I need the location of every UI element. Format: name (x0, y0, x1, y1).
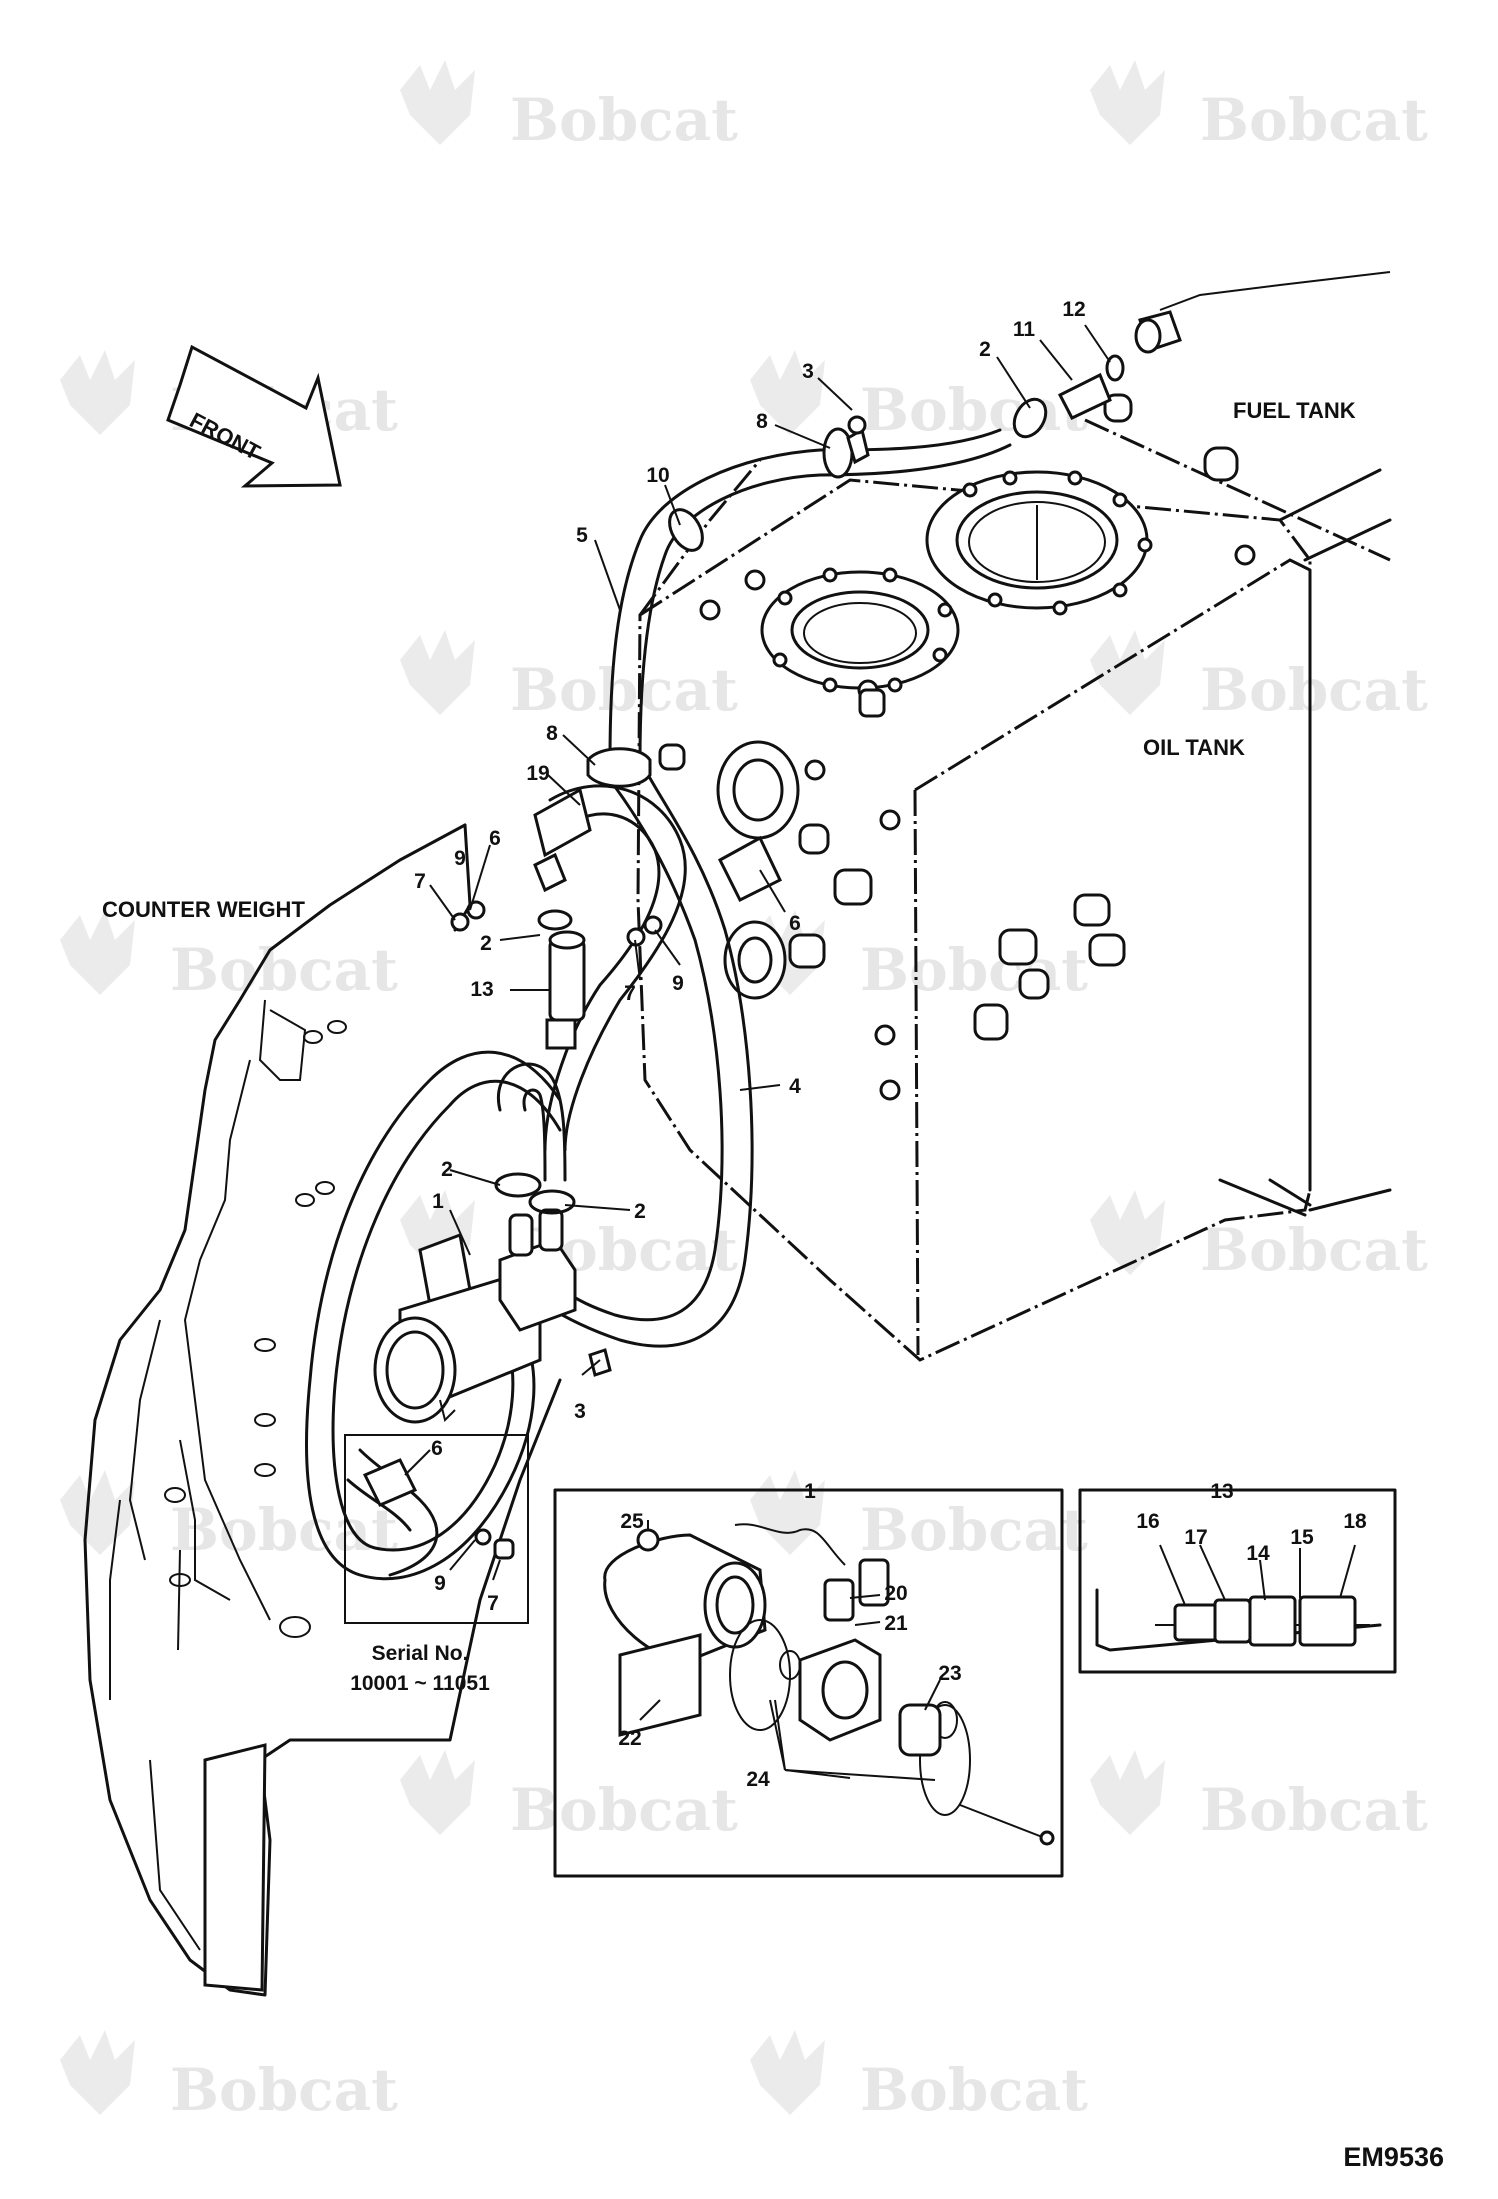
serial-inset: Serial No. 10001 ~ 11051 (344, 1434, 529, 1695)
front-arrow: FRONT (166, 344, 342, 488)
watermark: Bobcat (750, 350, 1088, 444)
callout-21: 21 (884, 1612, 908, 1635)
callout-18: 18 (1343, 1510, 1367, 1533)
watermark-text: Bobcat (1200, 1216, 1428, 1284)
callout-6: 6 (431, 1437, 443, 1460)
watermark-text: Bobcat (170, 1496, 398, 1564)
watermark: Bobcat (60, 910, 398, 1004)
leader-lines (404, 324, 1111, 1721)
callout-15: 15 (1290, 1526, 1314, 1549)
counter-weight-label: COUNTER WEIGHT (102, 897, 305, 922)
watermark: Bobcat (750, 1470, 1088, 1564)
assembly-labels: FUEL TANK OIL TANK COUNTER WEIGHT (102, 398, 1356, 922)
fuel-tank (1084, 271, 1391, 562)
counter-weight (83, 823, 562, 1997)
callout-12: 12 (1062, 298, 1085, 321)
watermark-text: Bobcat (1200, 1776, 1428, 1844)
watermark-text: Bobcat (510, 86, 738, 154)
clamps (586, 354, 1125, 903)
callout-22: 22 (618, 1727, 641, 1750)
callout-19: 19 (526, 762, 549, 785)
watermark: Bobcat (1090, 60, 1428, 154)
callout-24: 24 (746, 1768, 770, 1791)
callout-5: 5 (576, 524, 588, 547)
callout-2: 2 (979, 338, 991, 361)
serial-note-line1: Serial No. (372, 1642, 469, 1665)
watermark-text: Bobcat (860, 376, 1088, 444)
callout-6: 6 (789, 912, 801, 935)
callout-17: 17 (1184, 1526, 1207, 1549)
callout-7: 7 (624, 982, 636, 1005)
watermark-text: Bobcat (1200, 656, 1428, 724)
callout-8: 8 (756, 410, 768, 433)
watermark: Bobcat (60, 1470, 398, 1564)
watermark: Bobcat (400, 630, 738, 724)
callout-14: 14 (1246, 1542, 1270, 1565)
watermark-text: Bobcat (860, 936, 1088, 1004)
callout-7: 7 (414, 870, 426, 893)
callout-9: 9 (672, 972, 684, 995)
serial-note-line2: 10001 ~ 11051 (350, 1672, 490, 1695)
callout-9: 9 (454, 847, 466, 870)
watermark-text: Bobcat (860, 2056, 1088, 2124)
drawing-code: EM9536 (1343, 2142, 1444, 2172)
pump-inset: 1 (553, 1480, 1064, 1878)
watermark: Bobcat (400, 60, 738, 154)
watermark-text: Bobcat (170, 2056, 398, 2124)
callout-6: 6 (489, 827, 501, 850)
callouts: 2 11 12 3 8 10 5 8 19 6 9 7 2 13 7 9 6 4… (414, 298, 1367, 1791)
callout-10: 10 (646, 464, 669, 487)
fuel-tank-label: FUEL TANK (1233, 398, 1356, 423)
callout-1: 1 (432, 1190, 444, 1213)
watermark: Bobcat (1090, 1750, 1428, 1844)
callout-8: 8 (546, 722, 558, 745)
valve-assembly (450, 787, 663, 1050)
callout-4: 4 (789, 1075, 801, 1098)
valve-inset-title: 13 (1210, 1480, 1233, 1503)
oil-tank-label: OIL TANK (1143, 735, 1245, 760)
watermark: Bobcat (1090, 630, 1428, 724)
callout-2: 2 (634, 1200, 646, 1223)
watermark-layer: Bobcat Bobcat Bobcat Bobcat Bobcat Bobca… (60, 60, 1428, 2124)
callout-23: 23 (938, 1662, 961, 1685)
callout-20: 20 (884, 1582, 907, 1605)
callout-3: 3 (802, 360, 814, 383)
callout-3: 3 (574, 1400, 586, 1423)
callout-25: 25 (620, 1510, 644, 1533)
oil-tank (636, 459, 1392, 1362)
watermark: Bobcat (1090, 1190, 1428, 1284)
callout-13: 13 (470, 978, 493, 1001)
watermark: Bobcat (750, 2030, 1088, 2124)
callout-2: 2 (441, 1158, 453, 1181)
callout-9: 9 (434, 1572, 446, 1595)
callout-7: 7 (487, 1592, 499, 1615)
callout-16: 16 (1136, 1510, 1159, 1533)
pump-inset-title: 1 (804, 1480, 816, 1503)
valve-inset: 13 (1078, 1480, 1397, 1674)
watermark-text: Bobcat (170, 936, 398, 1004)
watermark: Bobcat (60, 2030, 398, 2124)
watermark-text: Bobcat (860, 1496, 1088, 1564)
hoses (305, 428, 1012, 1581)
callout-11: 11 (1013, 318, 1036, 341)
pump-motor (373, 1172, 612, 1424)
watermark-text: Bobcat (510, 1776, 738, 1844)
watermark: Bobcat (400, 1750, 738, 1844)
watermark-text: Bobcat (1200, 86, 1428, 154)
callout-2: 2 (480, 932, 492, 955)
watermark-text: Bobcat (510, 656, 738, 724)
